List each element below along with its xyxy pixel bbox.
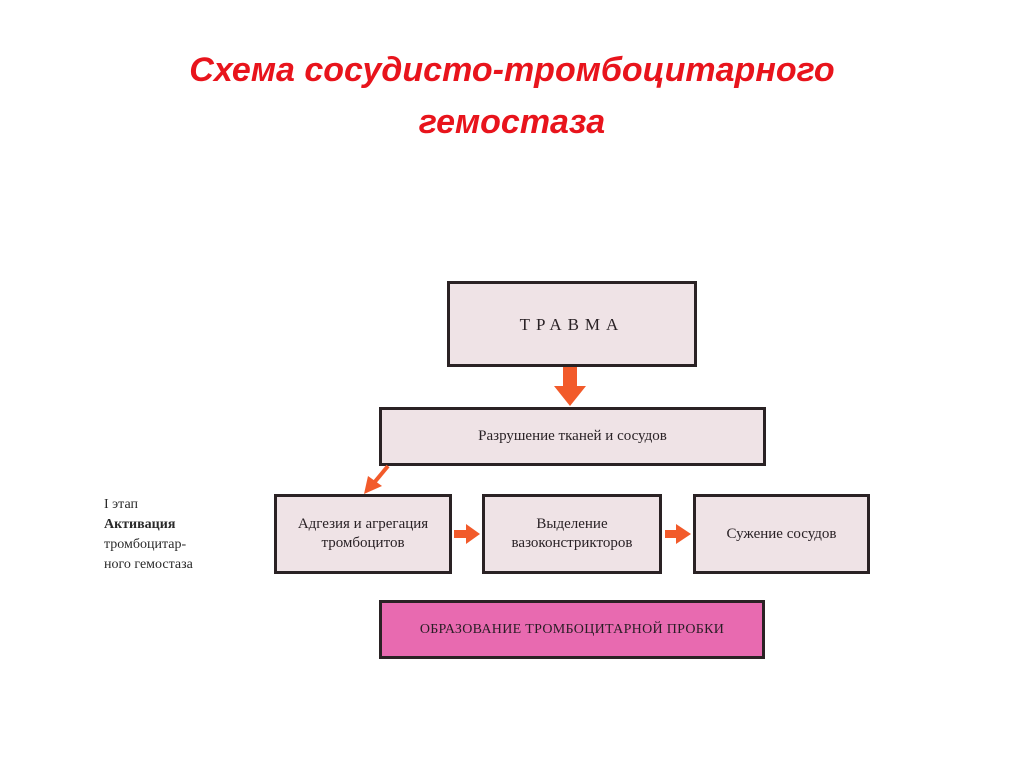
arrow-right-icon bbox=[665, 524, 691, 544]
vasoconstrictor-label-line-1: Выделение bbox=[536, 516, 608, 532]
title-line-1: Схема сосудисто-тромбоцитарного bbox=[189, 51, 835, 89]
tissue-destruction-label: Разрушение тканей и сосудов bbox=[478, 428, 667, 444]
stage-line-4: ного гемостаза bbox=[104, 557, 193, 572]
tissue-destruction-box: Разрушение тканей и сосудов bbox=[379, 407, 766, 466]
vasoconstrictor-release-box: Выделение вазоконстрикторов bbox=[482, 494, 662, 574]
trauma-box: ТРАВМА bbox=[447, 281, 697, 367]
trauma-label: ТРАВМА bbox=[519, 314, 625, 334]
platelet-plug-box: ОБРАЗОВАНИЕ ТРОМБОЦИТАРНОЙ ПРОБКИ bbox=[379, 600, 765, 659]
stage-line-3: тромбоцитар- bbox=[104, 537, 187, 552]
arrow-right-icon bbox=[454, 524, 480, 544]
adhesion-label-line-1: Адгезия и агрегация bbox=[297, 516, 429, 532]
platelet-plug-label: ОБРАЗОВАНИЕ ТРОМБОЦИТАРНОЙ ПРОБКИ bbox=[419, 622, 725, 637]
vessel-narrowing-label: Сужение сосудов bbox=[726, 525, 837, 542]
stage-label: I этап Активация тромбоцитар- ного гемос… bbox=[104, 495, 234, 575]
slide-title: Схема сосудисто-тромбоцитарного гемостаз… bbox=[0, 44, 1024, 148]
stage-line-2: Активация bbox=[104, 517, 176, 532]
vessel-narrowing-box: Сужение сосудов bbox=[693, 494, 870, 574]
arrow-down-icon bbox=[554, 367, 586, 406]
title-line-2: гемостаза bbox=[418, 103, 606, 141]
adhesion-label-line-2: тромбоцитов bbox=[321, 535, 405, 551]
vasoconstrictor-label-line-2: вазоконстрикторов bbox=[511, 535, 633, 551]
adhesion-aggregation-box: Адгезия и агрегация тромбоцитов bbox=[274, 494, 452, 574]
arrow-diagonal-icon bbox=[364, 464, 390, 494]
stage-line-1: I этап bbox=[104, 497, 138, 512]
